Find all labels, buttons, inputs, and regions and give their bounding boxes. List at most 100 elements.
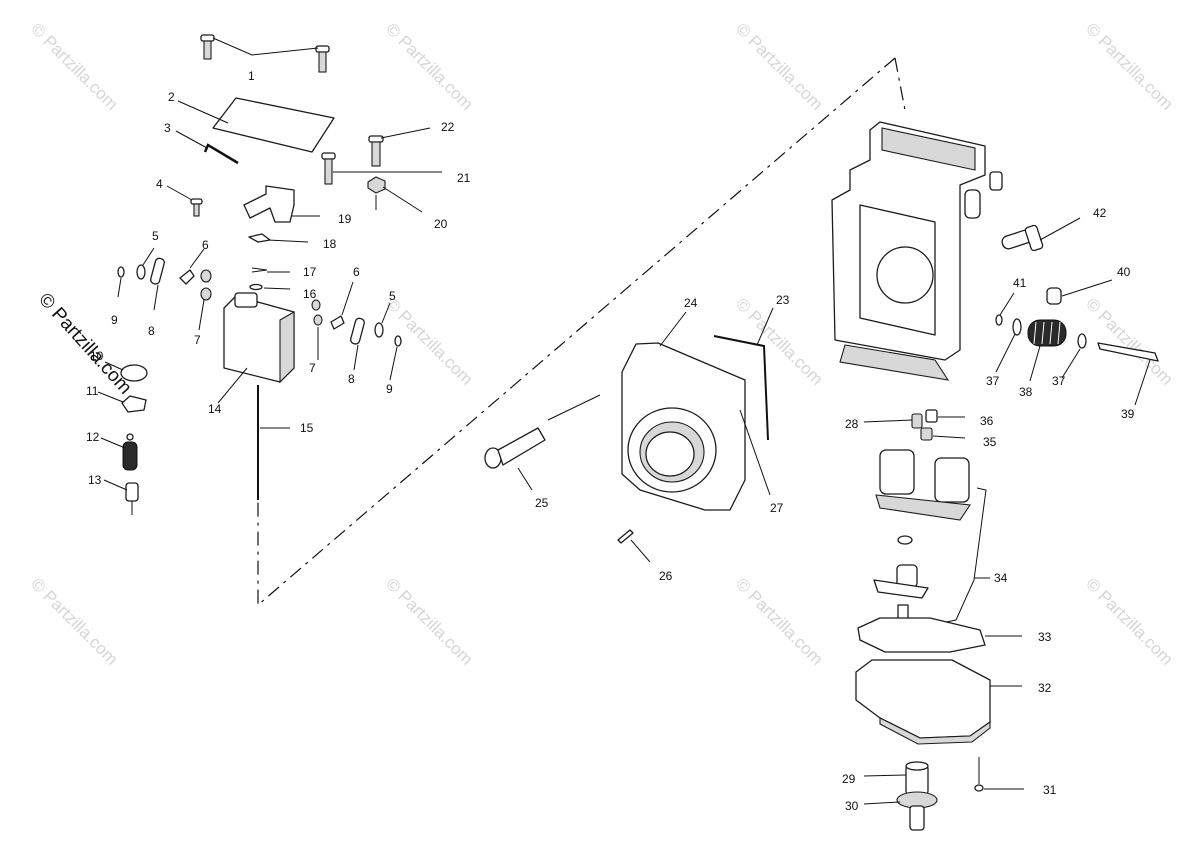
callout-number: 28 bbox=[845, 417, 859, 431]
callout-number: 38 bbox=[1019, 385, 1033, 399]
leader-line bbox=[756, 307, 774, 346]
leader-line bbox=[547, 394, 601, 421]
leader-line bbox=[659, 311, 687, 347]
callout-number: 32 bbox=[1038, 681, 1052, 695]
part-washer bbox=[249, 283, 263, 291]
callout-number: 39 bbox=[1121, 407, 1135, 421]
part-carb-body bbox=[831, 121, 1003, 381]
callout-number: 4 bbox=[156, 177, 163, 191]
watermark: © Partzilla.com bbox=[382, 574, 476, 668]
part-wire bbox=[203, 143, 239, 165]
leader-line bbox=[995, 333, 1016, 373]
callout-number: 9 bbox=[111, 313, 118, 327]
part-idle-screw bbox=[1097, 342, 1159, 362]
watermark: © Partzilla.com bbox=[1082, 294, 1176, 388]
part-float-bowl bbox=[855, 659, 991, 745]
callout-number: 37 bbox=[1052, 374, 1066, 388]
callout-number: 8 bbox=[148, 324, 155, 338]
leader-line bbox=[217, 367, 248, 404]
callout-number: 5 bbox=[389, 289, 396, 303]
callout-number: 22 bbox=[441, 120, 455, 134]
part-nut bbox=[367, 176, 386, 194]
leader-line bbox=[100, 437, 126, 449]
callout-number: 17 bbox=[303, 265, 317, 279]
part-spring-clip bbox=[251, 267, 268, 273]
leader-line bbox=[630, 539, 651, 563]
leader-line bbox=[104, 361, 124, 371]
part-washer bbox=[1077, 333, 1087, 349]
callout-number: 10 bbox=[90, 349, 104, 363]
leader-line bbox=[517, 467, 533, 491]
callout-number: 25 bbox=[535, 496, 549, 510]
callout-number: 15 bbox=[300, 421, 314, 435]
watermark: © Partzilla.com bbox=[27, 19, 121, 113]
callout-number: 42 bbox=[1093, 206, 1107, 220]
callout-number: 35 bbox=[983, 435, 997, 449]
leader-line bbox=[341, 281, 354, 316]
leader-line bbox=[142, 247, 155, 266]
small-parts-left bbox=[117, 257, 212, 301]
callout-number: 29 bbox=[842, 772, 856, 786]
part-screw-22 bbox=[368, 135, 384, 167]
part-jet bbox=[911, 413, 923, 429]
callout-number: 7 bbox=[309, 361, 316, 375]
leader-line bbox=[863, 774, 907, 777]
callout-number: 37 bbox=[986, 374, 1000, 388]
part-gasket bbox=[713, 335, 769, 441]
watermark: © Partzilla.com bbox=[732, 19, 826, 113]
leader-line bbox=[1061, 348, 1081, 379]
watermark: © Partzilla.com bbox=[1082, 574, 1176, 668]
callout-number: 27 bbox=[770, 501, 784, 515]
watermark: © Partzilla.com bbox=[382, 19, 476, 113]
part-bracket bbox=[243, 185, 295, 223]
leader-line bbox=[175, 130, 208, 149]
callout-number: 11 bbox=[86, 384, 99, 398]
callout-number: 1 bbox=[248, 69, 255, 83]
part-washer bbox=[1012, 318, 1022, 336]
callout-layer: 1 2 3 4 5 6 7 8 9 10 11 12 13 14 15 16 1… bbox=[86, 69, 1135, 813]
part-cap bbox=[1046, 287, 1062, 305]
part-float bbox=[875, 449, 971, 521]
callout-number: 18 bbox=[323, 237, 337, 251]
callout-number: 21 bbox=[457, 171, 471, 185]
leader-line bbox=[382, 186, 423, 213]
callout-number: 9 bbox=[386, 382, 393, 396]
leader-line bbox=[1134, 359, 1151, 406]
part-screw bbox=[200, 34, 330, 73]
callout-number: 34 bbox=[994, 571, 1008, 585]
callout-number: 31 bbox=[1043, 783, 1057, 797]
leader-line bbox=[1029, 345, 1041, 382]
copyright-notice: © Partzilla.com bbox=[34, 289, 135, 398]
callout-number: 13 bbox=[88, 473, 102, 487]
callout-number: 40 bbox=[1117, 265, 1131, 279]
part-o-ring bbox=[897, 535, 913, 545]
part-jet bbox=[925, 409, 938, 423]
leader-line bbox=[198, 299, 205, 331]
part-screw-21 bbox=[321, 152, 336, 185]
watermark: © Partzilla.com bbox=[27, 574, 121, 668]
leader-line bbox=[153, 284, 159, 311]
part-jet-holder bbox=[896, 761, 938, 831]
callout-number: 14 bbox=[208, 402, 222, 416]
callout-number: 24 bbox=[684, 296, 698, 310]
leader-line bbox=[999, 292, 1015, 316]
part-drain-screw bbox=[974, 757, 984, 792]
callout-number: 36 bbox=[980, 414, 994, 428]
leader-line bbox=[117, 277, 122, 298]
leader-line bbox=[353, 344, 359, 371]
leader-line bbox=[189, 248, 205, 269]
callout-number: 16 bbox=[303, 287, 317, 301]
callout-number: 5 bbox=[152, 229, 159, 243]
leader-line bbox=[863, 419, 913, 423]
leader-line bbox=[177, 100, 229, 124]
callout-number: 41 bbox=[1013, 276, 1027, 290]
leader-line bbox=[380, 127, 431, 139]
part-gasket bbox=[857, 617, 986, 653]
part-fitting bbox=[1001, 224, 1044, 252]
callout-number: 8 bbox=[348, 372, 355, 386]
part-holder bbox=[121, 395, 147, 413]
leader-line bbox=[212, 37, 319, 56]
leader-line bbox=[739, 409, 771, 496]
callout-number: 2 bbox=[168, 90, 175, 104]
